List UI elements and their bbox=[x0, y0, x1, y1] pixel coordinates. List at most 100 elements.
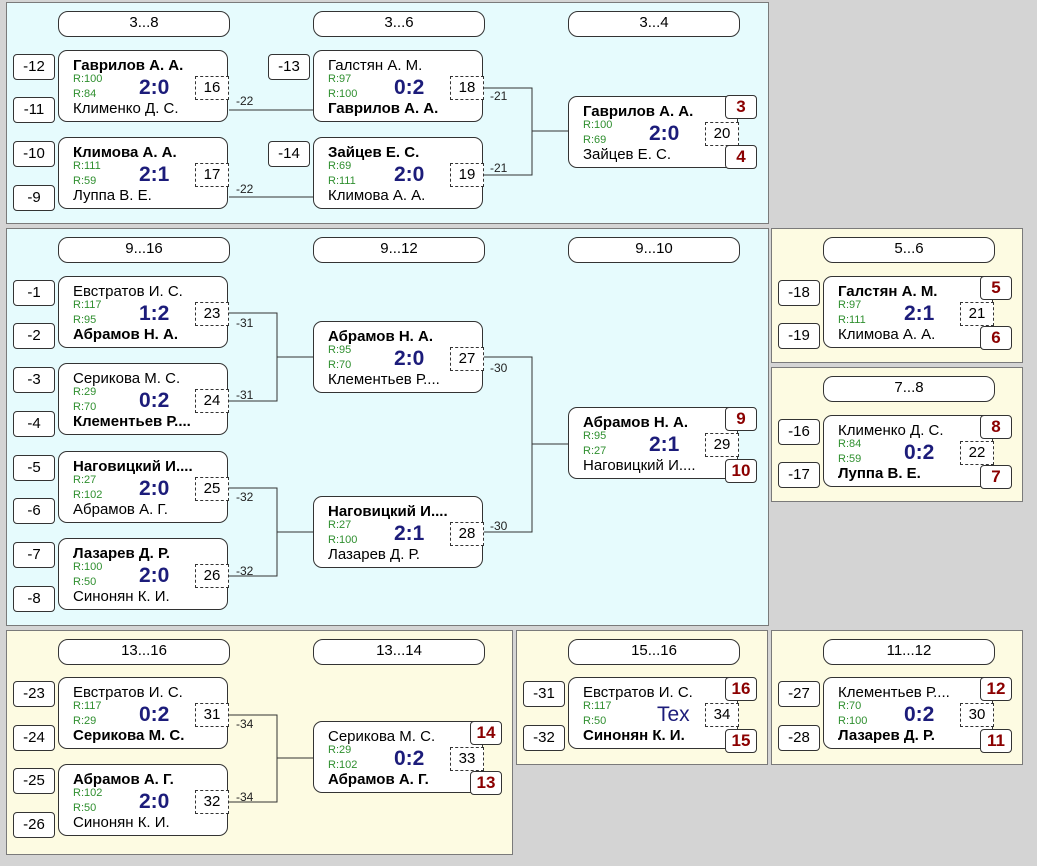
seed-slot[interactable]: -8 bbox=[13, 586, 55, 612]
player-top-name[interactable]: Евстратов И. С. bbox=[73, 685, 183, 701]
round-header[interactable]: 7...8 bbox=[823, 376, 995, 402]
round-header[interactable]: 3...8 bbox=[58, 11, 230, 37]
seed-slot[interactable]: -32 bbox=[523, 725, 565, 751]
seed-slot[interactable]: -31 bbox=[523, 681, 565, 707]
round-header[interactable]: 5...6 bbox=[823, 237, 995, 263]
round-header[interactable]: 13...14 bbox=[313, 639, 485, 665]
player-bottom-name[interactable]: Клементьев Р.... bbox=[73, 415, 191, 429]
player-bottom-name[interactable]: Синонян К. И. bbox=[73, 590, 170, 604]
seed-slot[interactable]: -2 bbox=[13, 323, 55, 349]
player-bottom-name[interactable]: Лазарев Д. Р. bbox=[328, 548, 420, 562]
seed-slot[interactable]: -27 bbox=[778, 681, 820, 707]
loser-destination-label: -32 bbox=[236, 564, 254, 578]
player-top-name[interactable]: Клименко Д. С. bbox=[838, 423, 944, 439]
player-bottom-name[interactable]: Лазарев Д. Р. bbox=[838, 729, 935, 743]
player-bottom-name[interactable]: Зайцев Е. С. bbox=[583, 148, 672, 162]
player-bottom-name[interactable]: Климова А. А. bbox=[328, 189, 426, 203]
seed-slot[interactable]: -19 bbox=[778, 323, 820, 349]
player-top-name[interactable]: Абрамов Н. А. bbox=[583, 415, 689, 431]
seed-slot[interactable]: -24 bbox=[13, 725, 55, 751]
player-top-name[interactable]: Серикова М. С. bbox=[328, 729, 436, 745]
player-top-name[interactable]: Лазарев Д. Р. bbox=[73, 546, 170, 562]
player-top-name[interactable]: Зайцев Е. С. bbox=[328, 145, 420, 161]
player-bottom-name[interactable]: Гаврилов А. А. bbox=[328, 102, 439, 116]
player-bottom-name[interactable]: Луппа В. Е. bbox=[838, 467, 921, 481]
seed-slot[interactable]: -12 bbox=[13, 54, 55, 80]
player-bottom-name[interactable]: Синонян К. И. bbox=[73, 816, 170, 830]
player-bottom-name[interactable]: Абрамов Н. А. bbox=[73, 328, 179, 342]
seed-slot[interactable]: -16 bbox=[778, 419, 820, 445]
player-top-name[interactable]: Евстратов И. С. bbox=[73, 284, 183, 300]
seed-slot[interactable]: -7 bbox=[13, 542, 55, 568]
player-bottom-name[interactable]: Клементьев Р.... bbox=[328, 373, 440, 387]
seed-slot[interactable]: -28 bbox=[778, 725, 820, 751]
player-top-name[interactable]: Наговицкий И.... bbox=[328, 504, 448, 520]
round-header[interactable]: 15...16 bbox=[568, 639, 740, 665]
round-header[interactable]: 13...16 bbox=[58, 639, 230, 665]
seed-slot[interactable]: -17 bbox=[778, 462, 820, 488]
round-header[interactable]: 9...12 bbox=[313, 237, 485, 263]
player-top-name[interactable]: Серикова М. С. bbox=[73, 371, 181, 387]
seed-slot[interactable]: -9 bbox=[13, 185, 55, 211]
seed-slot[interactable]: -6 bbox=[13, 498, 55, 524]
player-top-name[interactable]: Абрамов Н. А. bbox=[328, 329, 434, 345]
player-bottom-name[interactable]: Синонян К. И. bbox=[583, 729, 685, 743]
player-bottom-rating: R:111 bbox=[838, 314, 866, 326]
seed-slot[interactable]: -10 bbox=[13, 141, 55, 167]
player-bottom-name[interactable]: Климова А. А. bbox=[838, 328, 936, 342]
player-top-name[interactable]: Гаврилов А. А. bbox=[583, 104, 694, 120]
round-header[interactable]: 11...12 bbox=[823, 639, 995, 665]
player-top-name[interactable]: Абрамов А. Г. bbox=[73, 772, 174, 788]
match-score: 2:0 bbox=[139, 76, 170, 99]
player-top-name[interactable]: Галстян А. М. bbox=[328, 58, 423, 74]
player-bottom-name[interactable]: Луппа В. Е. bbox=[73, 189, 152, 203]
player-bottom-name[interactable]: Серикова М. С. bbox=[73, 729, 185, 743]
seed-slot[interactable]: -14 bbox=[268, 141, 310, 167]
player-top-name[interactable]: Галстян А. М. bbox=[838, 284, 938, 300]
round-header[interactable]: 9...10 bbox=[568, 237, 740, 263]
round-header[interactable]: 3...4 bbox=[568, 11, 740, 37]
player-bottom-name[interactable]: Клименко Д. С. bbox=[73, 102, 179, 116]
seed-slot[interactable]: -25 bbox=[13, 768, 55, 794]
seed-slot[interactable]: -3 bbox=[13, 367, 55, 393]
player-top-name[interactable]: Гаврилов А. А. bbox=[73, 58, 184, 74]
player-bottom-name[interactable]: Наговицкий И.... bbox=[583, 459, 696, 473]
seed-slot[interactable]: -11 bbox=[13, 97, 55, 123]
player-bottom-name[interactable]: Абрамов А. Г. bbox=[328, 773, 429, 787]
player-bottom-rating: R:70 bbox=[73, 401, 97, 413]
match-number: 18 bbox=[450, 76, 484, 100]
seed-slot[interactable]: -26 bbox=[13, 812, 55, 838]
player-top-name[interactable]: Климова А. А. bbox=[73, 145, 177, 161]
seed-slot[interactable]: -23 bbox=[13, 681, 55, 707]
player-bottom-name[interactable]: Абрамов А. Г. bbox=[73, 503, 168, 517]
seed-slot[interactable]: -4 bbox=[13, 411, 55, 437]
player-top-name[interactable]: Клементьев Р.... bbox=[838, 685, 950, 701]
seed-slot[interactable]: -1 bbox=[13, 280, 55, 306]
seed-slot[interactable]: -13 bbox=[268, 54, 310, 80]
player-top-name[interactable]: Евстратов И. С. bbox=[583, 685, 693, 701]
round-header[interactable]: 3...6 bbox=[313, 11, 485, 37]
player-top-name[interactable]: Наговицкий И.... bbox=[73, 459, 193, 475]
round-header[interactable]: 9...16 bbox=[58, 237, 230, 263]
seed-slot[interactable]: -5 bbox=[13, 455, 55, 481]
seed-slot[interactable]: -18 bbox=[778, 280, 820, 306]
